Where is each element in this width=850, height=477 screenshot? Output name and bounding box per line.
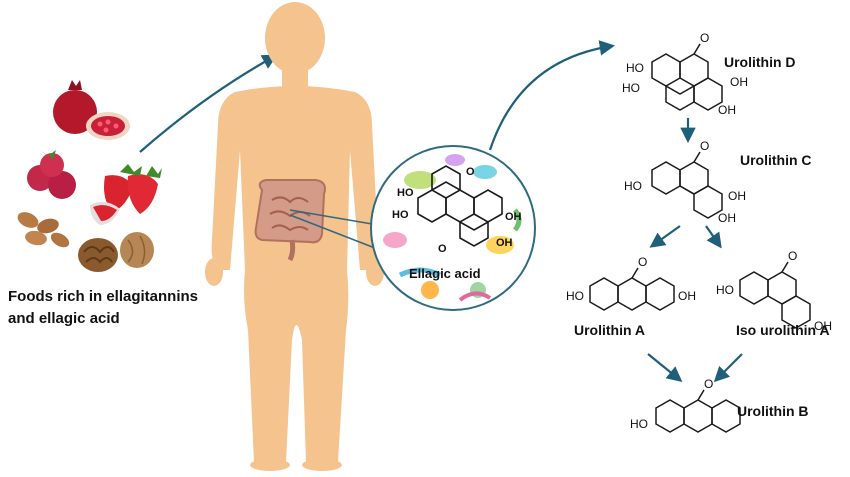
iso-urolithin-a-label: Iso urolithin A — [736, 322, 830, 338]
ellagic-ho-2: HO — [392, 209, 409, 221]
ellagic-acid-label: Ellagic acid — [409, 266, 481, 281]
atom-labels: O HO HO OH OH O HO OH OH O HO OH O HO OH… — [566, 31, 832, 431]
urolithin-d-structure — [651, 43, 723, 111]
atom-oh-iso: OH — [814, 319, 832, 333]
atom-ho-b: HO — [630, 417, 648, 431]
human-body-silhouette — [205, 2, 384, 471]
urolithin-b-label: Urolithin B — [737, 403, 809, 419]
intestine-icon — [254, 179, 326, 262]
ellagic-acid-structure — [417, 165, 503, 247]
urolithin-c-label: Urolithin C — [740, 152, 812, 168]
iso-urolithin-a-structure — [739, 261, 811, 329]
atom-o-d: O — [700, 31, 709, 45]
arrow-a-to-b — [647, 353, 683, 382]
walnut-icon — [78, 232, 154, 272]
arrow-c-to-a — [649, 225, 681, 248]
foods-label-line1: Foods rich in ellagitannins — [8, 288, 199, 305]
pomegranate-icon — [53, 80, 130, 140]
atom-ho-iso: HO — [716, 283, 734, 297]
ellagic-ho-1: HO — [397, 187, 414, 199]
atom-oh-c1: OH — [728, 189, 746, 203]
zoom-line-bottom — [289, 214, 381, 251]
urolithin-a-structure — [589, 267, 675, 311]
urolithin-a-label: Urolithin A — [574, 322, 646, 338]
ellagic-o-2: O — [438, 243, 447, 255]
atom-oh-c2: OH — [718, 211, 736, 225]
arrow-iso-a-to-b — [713, 353, 743, 383]
urolithin-c-structure — [651, 151, 723, 219]
foods-label-line2: and ellagic acid — [8, 310, 120, 327]
atom-ho-d2: HO — [622, 81, 640, 95]
atom-ho-c: HO — [624, 179, 642, 193]
atom-o-c: O — [700, 139, 709, 153]
gut-microbiota-zoom-circle — [370, 145, 536, 311]
atom-o-a: O — [638, 255, 647, 269]
ellagic-oh-2: OH — [496, 237, 513, 249]
foods-label: Foods rich in ellagitannins and ellagic … — [8, 286, 198, 330]
arrow-ellagic-to-urolithin-d — [488, 40, 616, 151]
urolithin-d-label: Urolithin D — [724, 54, 796, 70]
atom-ho-a: HO — [566, 289, 584, 303]
atom-oh-d2: OH — [718, 103, 736, 117]
atom-o-iso: O — [788, 249, 797, 263]
ellagic-o-1: O — [466, 166, 475, 178]
arrow-c-to-iso-a — [705, 225, 722, 249]
almond-icon — [17, 212, 70, 248]
atom-o-b: O — [704, 377, 713, 391]
arrow-foods-to-body — [139, 54, 278, 153]
urolithin-b-structure — [655, 389, 741, 433]
atom-oh-a: OH — [678, 289, 696, 303]
atom-oh-d1: OH — [730, 75, 748, 89]
raspberry-icon — [27, 150, 76, 199]
atom-ho-d1: HO — [626, 61, 644, 75]
zoom-line-top — [289, 209, 379, 226]
ellagic-oh-1: OH — [505, 211, 522, 223]
strawberry-icon — [90, 164, 162, 225]
